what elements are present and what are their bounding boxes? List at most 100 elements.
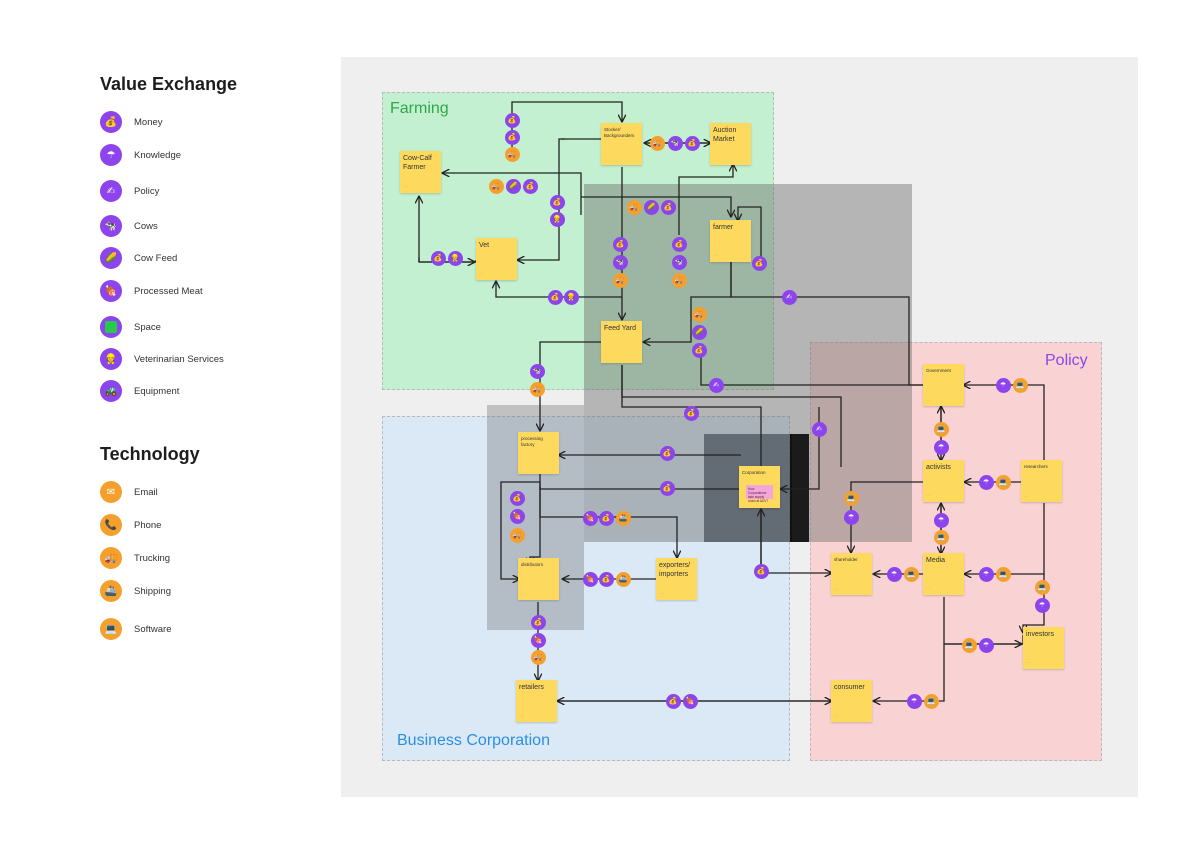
node-shareholder[interactable]: shareholder····· bbox=[831, 553, 872, 595]
node-label: Auction Market bbox=[713, 127, 737, 143]
truck-token-icon: 🚚 bbox=[691, 306, 707, 322]
laptop-token-icon: 💻 bbox=[933, 421, 949, 437]
node-vet[interactable]: Vet····· bbox=[476, 238, 517, 280]
connector-lines bbox=[341, 101, 1045, 797]
knowledge-token-icon: ☂ bbox=[978, 474, 994, 490]
ship-icon: 🚢 bbox=[100, 580, 122, 602]
truck-token-icon: 🚚 bbox=[612, 272, 628, 288]
money-token-icon: 💰 bbox=[509, 490, 525, 506]
money-token-icon: 💰 bbox=[660, 199, 676, 215]
node-investors[interactable]: investors····· bbox=[1023, 627, 1064, 669]
laptop-token-icon: 💻 bbox=[995, 566, 1011, 582]
money-token-icon: 💰 bbox=[504, 112, 520, 128]
money-token-icon: 💰 bbox=[547, 289, 563, 305]
truck-token-icon: 🚚 bbox=[649, 135, 665, 151]
node-label: Government bbox=[926, 368, 951, 373]
knowledge-token-icon: ☂ bbox=[906, 693, 922, 709]
node-retailers[interactable]: retailers····· bbox=[516, 680, 557, 722]
node-farmer[interactable]: farmer····· bbox=[710, 220, 751, 262]
money-token-icon: 💰 bbox=[530, 614, 546, 630]
policy-token-icon: ✍ bbox=[708, 377, 724, 393]
node-label: Media bbox=[926, 557, 946, 564]
money-token-icon: 💰 bbox=[504, 129, 520, 145]
knowledge-token-icon: ☂ bbox=[843, 509, 859, 525]
node-label: retailers bbox=[519, 684, 544, 691]
legend-label: Cow Feed bbox=[134, 252, 178, 264]
legend-item-processed-meat: 🍖Processed Meat bbox=[100, 280, 203, 302]
region-label-farming: Farming bbox=[390, 100, 449, 117]
feed-token-icon: 🌽 bbox=[505, 178, 521, 194]
legend-label: Knowledge bbox=[134, 149, 182, 161]
money-token-icon: 💰 bbox=[671, 236, 687, 252]
laptop-token-icon: 💻 bbox=[1012, 377, 1028, 393]
money-token-icon: 💰 bbox=[522, 178, 538, 194]
truck-token-icon: 🚚 bbox=[509, 527, 525, 543]
money-token-icon: 💰 bbox=[659, 480, 675, 496]
phone-icon: 📞 bbox=[100, 514, 122, 536]
laptop-token-icon: 💻 bbox=[933, 529, 949, 545]
laptop-token-icon: 💻 bbox=[961, 637, 977, 653]
legend-label: Shipping bbox=[134, 585, 171, 597]
node-label: exporters/ importers bbox=[659, 562, 691, 578]
node-consumer[interactable]: consumer····· bbox=[831, 680, 872, 722]
legend-label: Phone bbox=[134, 519, 162, 531]
node-stocker-backgrounders[interactable]: Stocker/ Backgrounders·· bbox=[601, 123, 642, 165]
cow-token-icon: 🐄 bbox=[667, 135, 683, 151]
laptop-token-icon: 💻 bbox=[1034, 579, 1050, 595]
cow-token-icon: 🐄 bbox=[529, 363, 545, 379]
knowledge-token-icon: ☂ bbox=[933, 439, 949, 455]
diagram-canvas: Farming Business Corporation Policy bbox=[341, 57, 1138, 797]
cow-icon: 🐄 bbox=[100, 215, 122, 237]
money-token-icon: 💰 bbox=[691, 342, 707, 358]
ship-token-icon: 🚢 bbox=[615, 571, 631, 587]
legend-label: Cows bbox=[134, 220, 158, 232]
umbrella-icon: ☂ bbox=[100, 144, 122, 166]
cow-token-icon: 🐄 bbox=[612, 254, 628, 270]
node-distributors[interactable]: distributors····· bbox=[518, 558, 559, 600]
knowledge-token-icon: ☂ bbox=[995, 377, 1011, 393]
ship-token-icon: 🚢 bbox=[615, 510, 631, 526]
vet-token-icon: 👷 bbox=[563, 289, 579, 305]
node-exporters-importers[interactable]: exporters/ importers····· bbox=[656, 558, 697, 600]
laptop-token-icon: 💻 bbox=[843, 490, 859, 506]
legend-label: Space bbox=[134, 321, 161, 333]
knowledge-token-icon: ☂ bbox=[933, 512, 949, 528]
legend-item-shipping: 🚢 Shipping bbox=[100, 580, 171, 602]
meat-token-icon: 🍖 bbox=[682, 693, 698, 709]
node-media[interactable]: Media····· bbox=[923, 553, 964, 595]
money-token-icon: 💰 bbox=[430, 250, 446, 266]
truck-token-icon: 🚚 bbox=[488, 178, 504, 194]
money-token-icon: 💰 bbox=[665, 693, 681, 709]
node-corporation[interactable]: Corporation How Corporations take supply… bbox=[739, 466, 780, 508]
legend-item-veterinarian-services: 👷Veterinarian Services bbox=[100, 348, 224, 370]
node-label: Cow-Calf Farmer bbox=[403, 155, 432, 171]
money-token-icon: 💰 bbox=[598, 571, 614, 587]
region-label-business-corporation: Business Corporation bbox=[397, 732, 550, 749]
legend-label: Equipment bbox=[134, 385, 180, 397]
node-researchers[interactable]: researchers····· bbox=[1021, 460, 1062, 502]
legend-item-trucking: 🚚Trucking bbox=[100, 547, 170, 569]
legend-item-email: ✉Email bbox=[100, 481, 158, 503]
node-cow-calf-farmer[interactable]: Cow-Calf Farmer····· bbox=[400, 151, 441, 193]
shaded-space-black bbox=[790, 434, 809, 542]
money-token-icon: 💰 bbox=[683, 405, 699, 421]
node-auction-market[interactable]: Auction Market·· bbox=[710, 123, 751, 165]
tractor-icon: 🚜 bbox=[100, 380, 122, 402]
money-token-icon: 💰 bbox=[684, 135, 700, 151]
meat-token-icon: 🍖 bbox=[509, 508, 525, 524]
policy-token-icon: ✍ bbox=[781, 289, 797, 305]
laptop-token-icon: 💻 bbox=[995, 474, 1011, 490]
node-label: Feed Yard bbox=[604, 325, 637, 332]
node-feed-yard[interactable]: Feed Yard·· bbox=[601, 321, 642, 363]
writing-hand-icon: ✍ bbox=[100, 180, 122, 202]
node-label: farmer bbox=[713, 224, 734, 231]
node-processing-factory[interactable]: processing factory·· bbox=[518, 432, 559, 474]
legend-item-knowledge: ☂ Knowledge bbox=[100, 144, 181, 166]
node-activists[interactable]: activists····· bbox=[923, 460, 964, 502]
legend-label: Veterinarian Services bbox=[134, 353, 224, 365]
node-government[interactable]: Government····· bbox=[923, 364, 964, 406]
truck-token-icon: 🚚 bbox=[671, 272, 687, 288]
laptop-icon: 💻 bbox=[100, 618, 122, 640]
node-label: activists bbox=[926, 464, 951, 471]
node-label: researchers bbox=[1024, 464, 1048, 469]
